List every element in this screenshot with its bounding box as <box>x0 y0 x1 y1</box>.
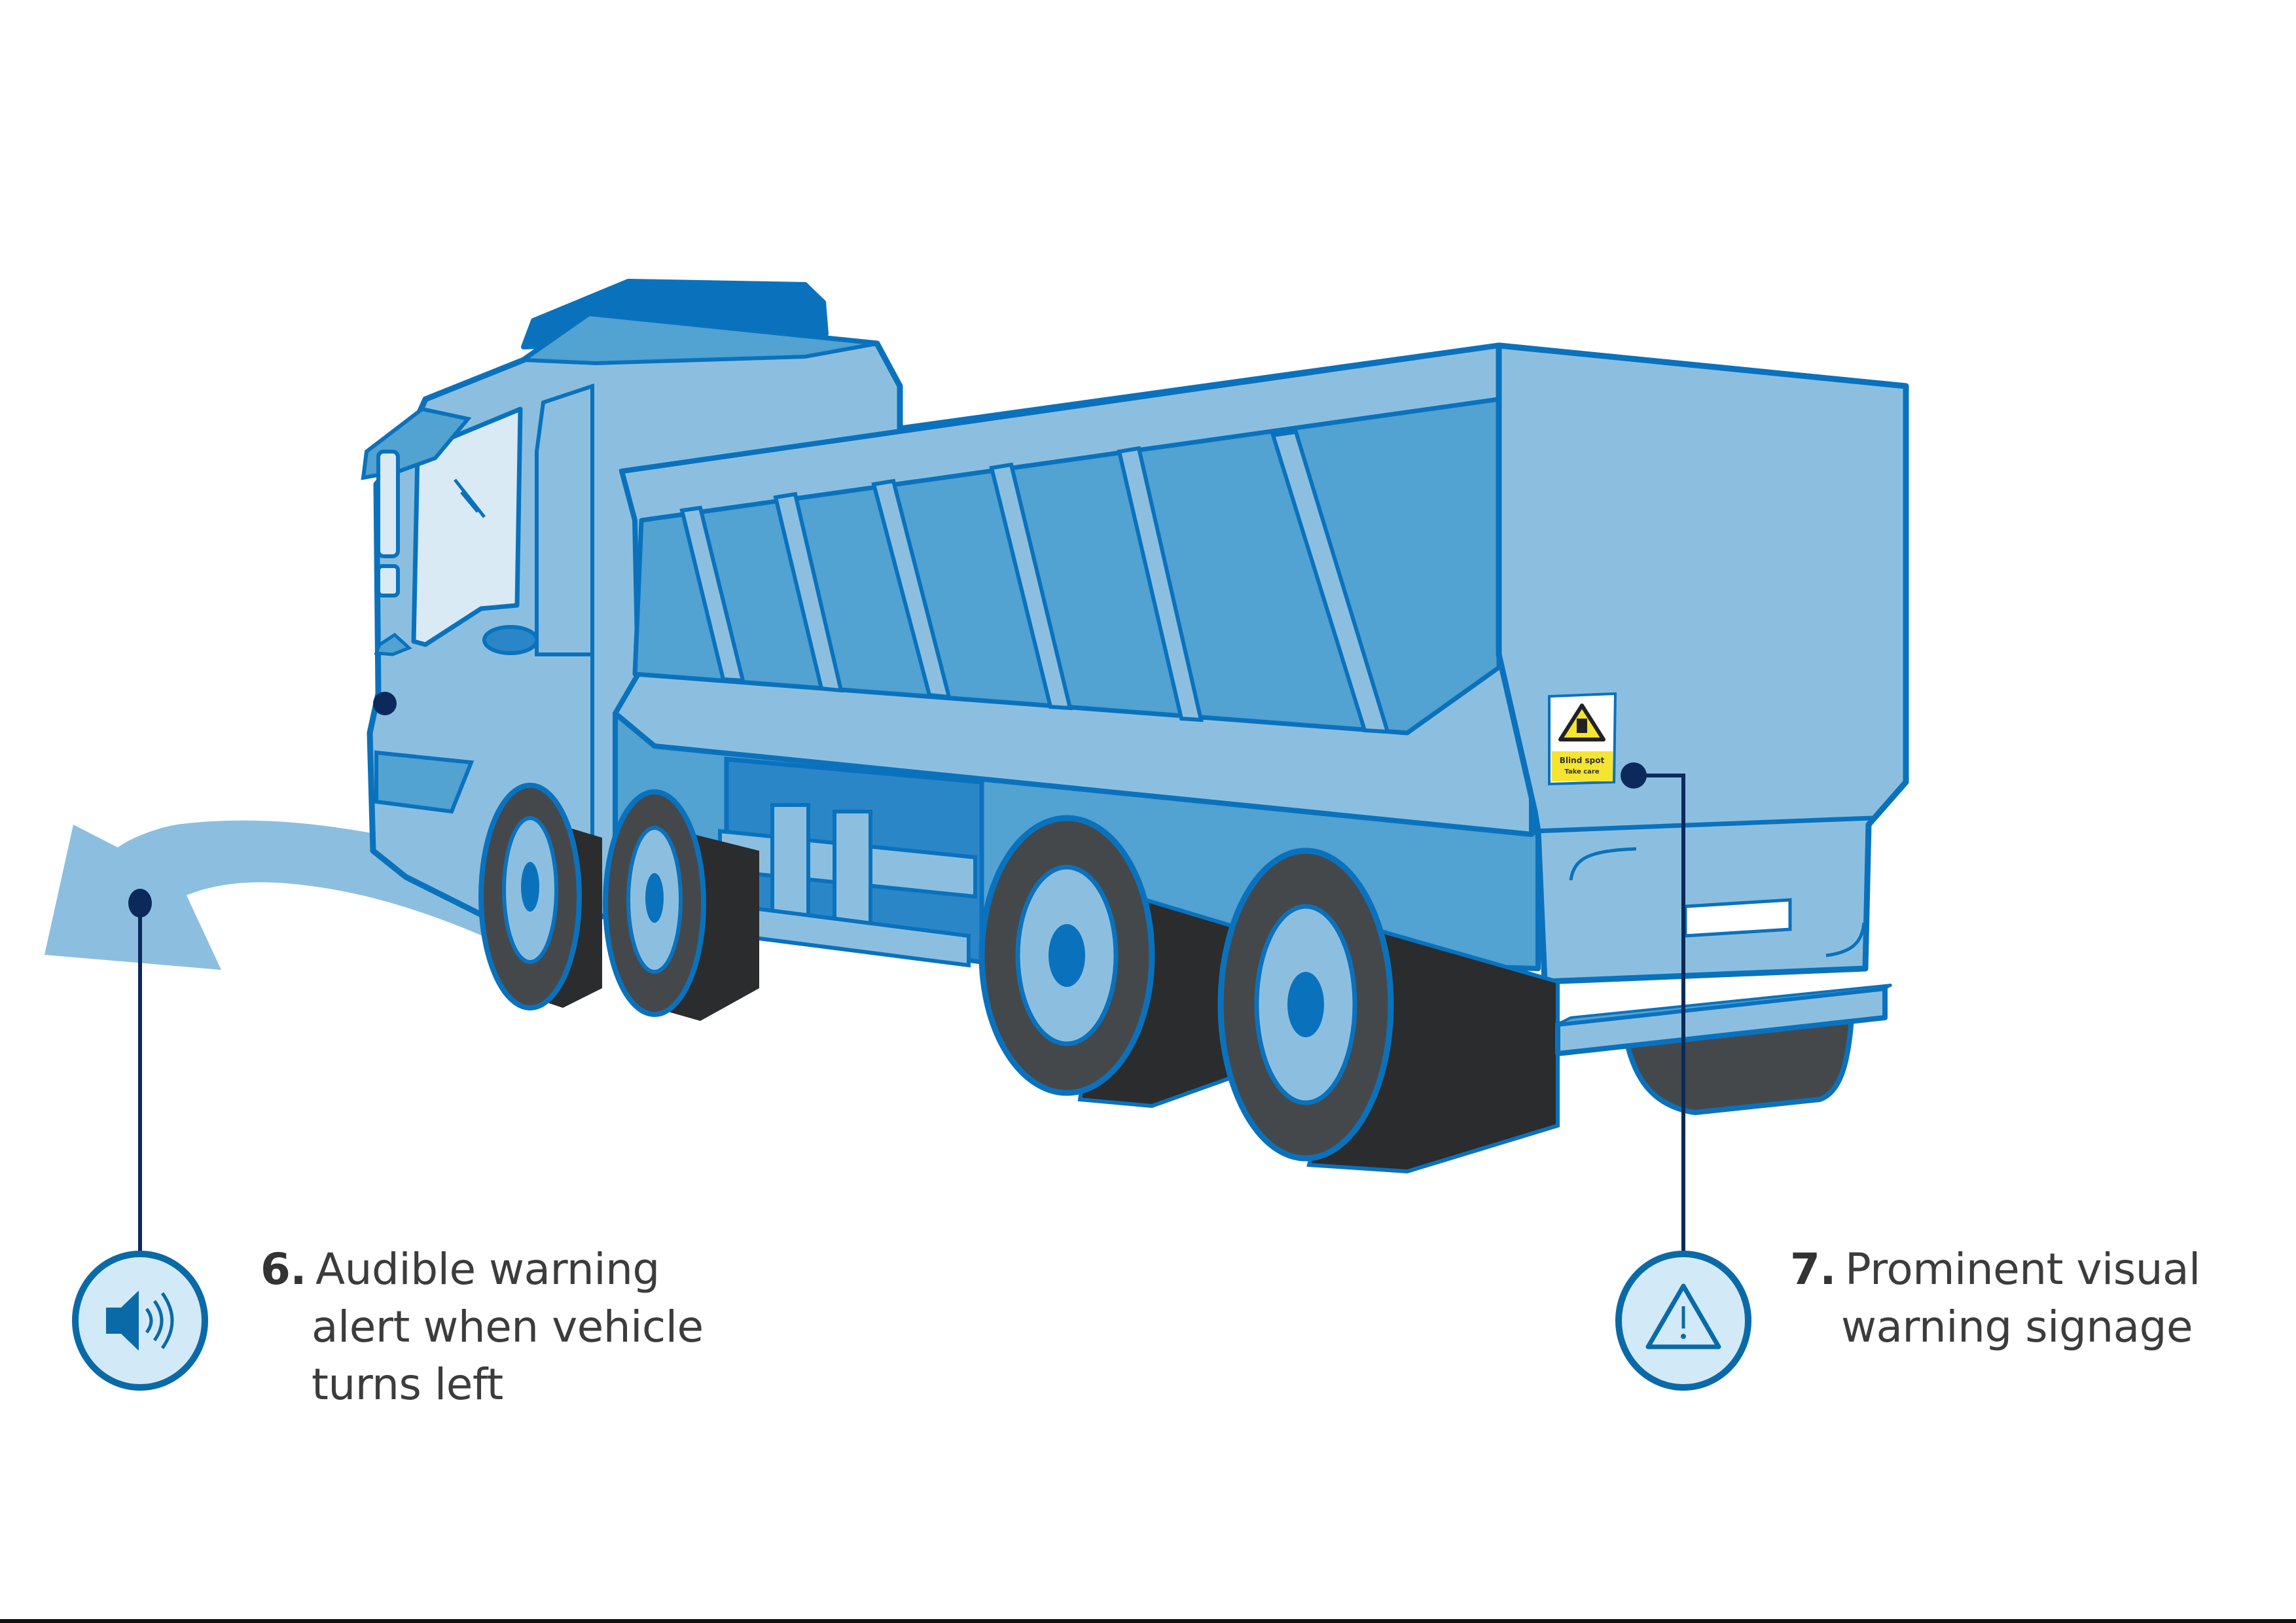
callout-6-line-2: alert when vehicle <box>312 1302 704 1352</box>
leader-line-6 <box>128 692 397 1251</box>
wheel <box>603 789 759 1021</box>
callout-7: 7.Prominent visual warning signage <box>1790 1241 2200 1356</box>
callout-7-number: 7. <box>1790 1244 1837 1294</box>
page-bottom-border <box>0 1619 2296 1623</box>
blind-spot-sign: Blind spot Take care <box>1548 692 1617 786</box>
callout-7-line-2: warning signage <box>1841 1302 2193 1352</box>
wheel <box>478 783 602 1010</box>
wheel <box>978 815 1246 1109</box>
speaker-icon <box>72 1251 208 1391</box>
wheel <box>1217 847 1560 1174</box>
svg-text:Take care: Take care <box>1564 768 1600 776</box>
leader-line-7 <box>1621 762 1685 1251</box>
callout-7-line-1: Prominent visual <box>1845 1244 2200 1294</box>
callout-6-line-3: turns left <box>312 1359 503 1410</box>
warning-triangle-icon <box>1615 1251 1751 1391</box>
callout-6: 6.Audible warning alert when vehicle tur… <box>260 1241 704 1414</box>
callout-6-number: 6. <box>260 1244 307 1294</box>
svg-text:Blind spot: Blind spot <box>1560 756 1605 765</box>
callout-6-line-1: Audible warning <box>315 1244 660 1294</box>
